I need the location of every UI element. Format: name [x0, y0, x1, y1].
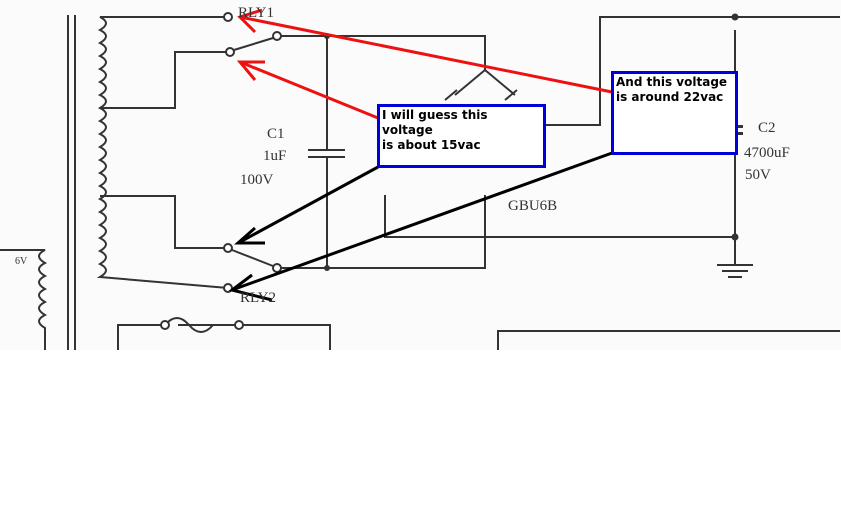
annotation-text: is about 15vac [382, 138, 481, 152]
rly2-label: RLY2 [240, 290, 276, 306]
annotation-box-22vac: And this voltage is around 22vac [611, 71, 738, 155]
primary-coil [0, 249, 48, 350]
primary-label: 6V [15, 256, 28, 267]
rly1-label: RLY1 [238, 5, 274, 21]
bridge-label: GBU6B [508, 198, 558, 214]
red-arrows [236, 8, 613, 120]
annotation-text: I will guess this voltage [382, 108, 488, 137]
annotation-text: is around 22vac [616, 90, 724, 104]
c2-value: 4700uF [744, 145, 790, 161]
bridge-rectifier [454, 69, 516, 96]
c1-voltage: 100V [240, 172, 274, 188]
c2-name: C2 [758, 120, 776, 136]
c2-voltage: 50V [745, 167, 771, 183]
c1-value: 1uF [263, 148, 287, 164]
annotation-box-15vac: I will guess this voltage is about 15vac [377, 104, 546, 168]
secondary-coil [96, 16, 229, 289]
c1-name: C1 [267, 126, 285, 142]
fuse [164, 317, 214, 333]
black-arrows [228, 151, 613, 302]
annotation-text: And this voltage [616, 75, 728, 89]
rly1-contact [223, 12, 233, 22]
